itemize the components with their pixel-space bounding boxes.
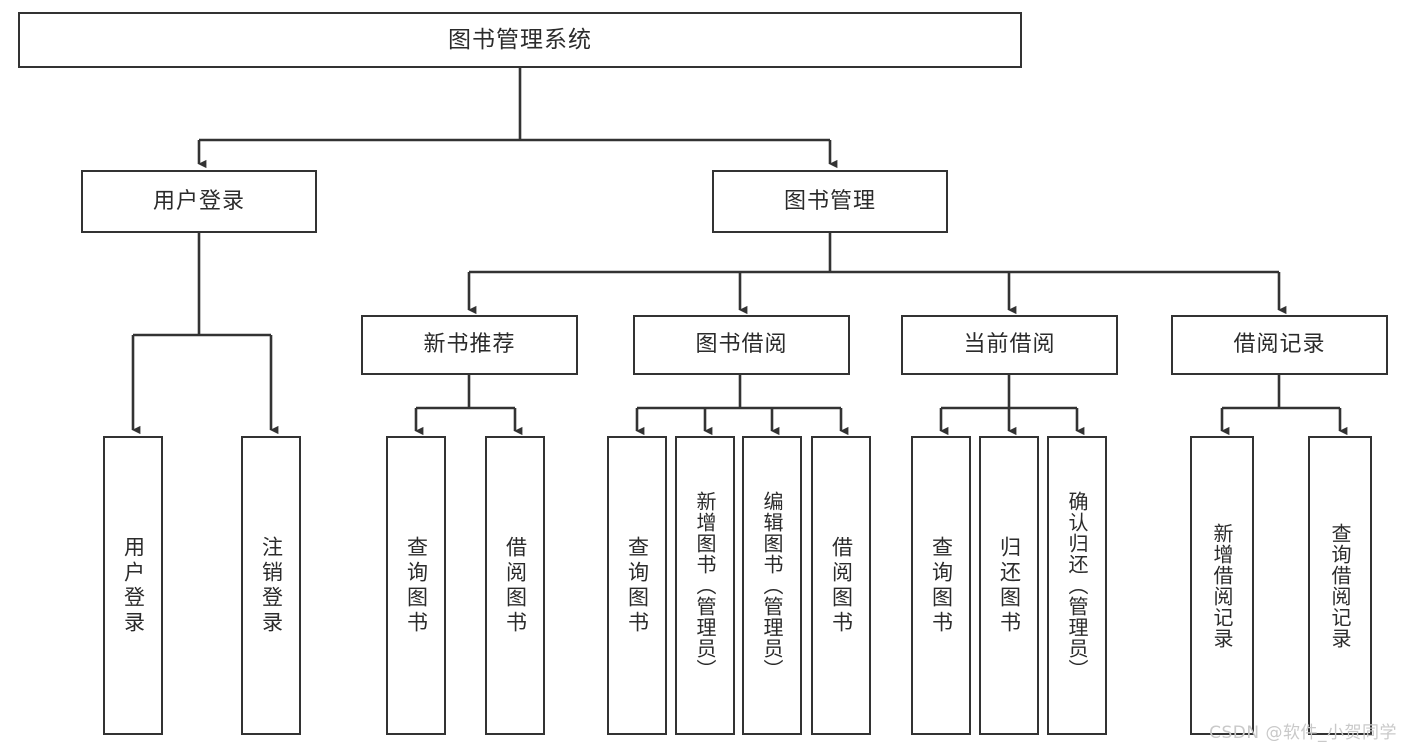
node-label: 当前借阅 bbox=[963, 332, 1056, 358]
node-label: 借阅记录 bbox=[1233, 332, 1326, 358]
node-leaf-confirm-return-admin[interactable]: 确认归还（管理员） bbox=[1047, 436, 1107, 735]
node-label: 新增借阅记录 bbox=[1210, 522, 1234, 649]
node-label: 查询借阅记录 bbox=[1328, 522, 1352, 649]
node-label: 图书管理系统 bbox=[448, 26, 592, 53]
node-label: 用户登录 bbox=[121, 535, 146, 636]
csdn-watermark: CSDN @软件_小贺同学 bbox=[1209, 723, 1397, 743]
node-leaf-query-book-borrow[interactable]: 查询图书 bbox=[607, 436, 667, 735]
node-leaf-query-borrow-record[interactable]: 查询借阅记录 bbox=[1308, 436, 1372, 735]
node-leaf-query-book-recommend[interactable]: 查询图书 bbox=[386, 436, 446, 735]
node-current-borrow[interactable]: 当前借阅 bbox=[901, 315, 1118, 375]
node-label: 确认归还（管理员） bbox=[1065, 491, 1089, 680]
node-leaf-add-borrow-record[interactable]: 新增借阅记录 bbox=[1190, 436, 1254, 735]
node-label: 编辑图书（管理员） bbox=[760, 491, 784, 680]
node-label: 借阅图书 bbox=[829, 535, 854, 636]
node-label: 归还图书 bbox=[997, 535, 1022, 636]
node-leaf-user-logout[interactable]: 注销登录 bbox=[241, 436, 301, 735]
node-leaf-query-book-current[interactable]: 查询图书 bbox=[911, 436, 971, 735]
node-label: 图书管理 bbox=[783, 188, 876, 214]
node-leaf-return-book[interactable]: 归还图书 bbox=[979, 436, 1039, 735]
node-book-borrow[interactable]: 图书借阅 bbox=[633, 315, 850, 375]
node-leaf-add-book-admin[interactable]: 新增图书（管理员） bbox=[675, 436, 735, 735]
node-label: 新增图书（管理员） bbox=[693, 491, 717, 680]
node-label: 查询图书 bbox=[404, 535, 429, 636]
node-user-login[interactable]: 用户登录 bbox=[81, 170, 317, 233]
node-leaf-edit-book-admin[interactable]: 编辑图书（管理员） bbox=[742, 436, 802, 735]
node-leaf-borrow-book-recommend[interactable]: 借阅图书 bbox=[485, 436, 545, 735]
node-label: 图书借阅 bbox=[695, 332, 788, 358]
node-label: 用户登录 bbox=[152, 188, 245, 214]
node-label: 查询图书 bbox=[625, 535, 650, 636]
node-borrow-record[interactable]: 借阅记录 bbox=[1171, 315, 1388, 375]
node-label: 注销登录 bbox=[259, 535, 284, 636]
node-leaf-borrow-book[interactable]: 借阅图书 bbox=[811, 436, 871, 735]
node-label: 查询图书 bbox=[929, 535, 954, 636]
node-root-book-management-system[interactable]: 图书管理系统 bbox=[18, 12, 1022, 68]
node-label: 新书推荐 bbox=[423, 332, 516, 358]
node-book-management[interactable]: 图书管理 bbox=[712, 170, 948, 233]
node-leaf-user-login[interactable]: 用户登录 bbox=[103, 436, 163, 735]
node-label: 借阅图书 bbox=[503, 535, 528, 636]
node-new-book-recommend[interactable]: 新书推荐 bbox=[361, 315, 578, 375]
